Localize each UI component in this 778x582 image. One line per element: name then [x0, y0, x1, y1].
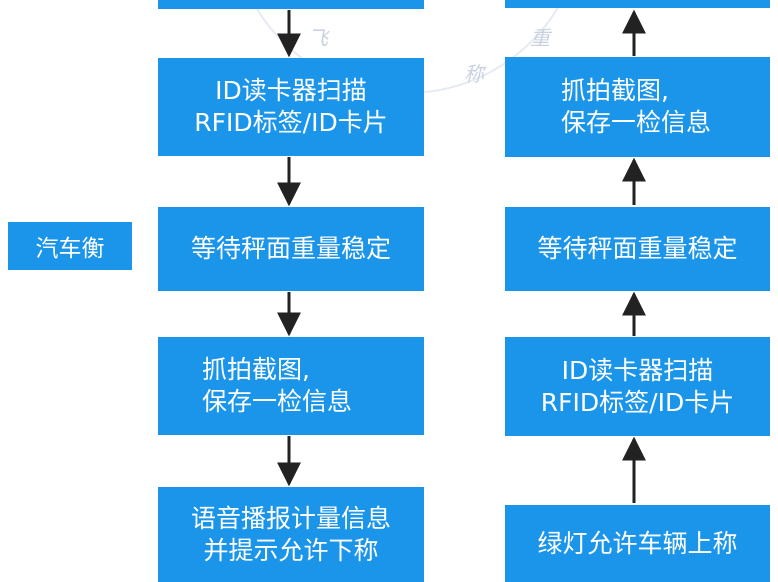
step-text-line: 等待秤面重量稳定 — [190, 234, 391, 263]
left-step-scan-id: ID读卡器扫描 RFID标签/ID卡片 — [158, 58, 424, 156]
watermark-char: 飞 — [308, 26, 328, 50]
step-text-line: RFID标签/ID卡片 — [194, 108, 388, 137]
left-step-wait-stable: 等待秤面重量稳定 — [158, 207, 424, 291]
step-text-line: 语音播报计量信息 — [190, 503, 391, 533]
step-text-line: 并提示允许下称 — [203, 535, 379, 565]
step-text-line: 抓拍截图, — [561, 76, 669, 105]
left-step-capture: 抓拍截图, 保存一检信息 — [158, 337, 424, 435]
step-text-line: RFID标签/ID卡片 — [540, 387, 735, 417]
watermark-char: 称 — [464, 62, 484, 86]
right-step-green-light: 绿灯允许车辆上称 — [505, 505, 770, 582]
right-step-scan-id: ID读卡器扫描 RFID标签/ID卡片 — [505, 337, 770, 436]
truck-scale-label: 汽车衡 — [8, 222, 132, 270]
step-text-line: 保存一检信息 — [202, 387, 353, 416]
step-text-line: 绿灯允许车辆上称 — [537, 528, 738, 558]
truck-scale-label-text: 汽车衡 — [35, 236, 105, 262]
step-text-line: ID读卡器扫描 — [561, 355, 714, 385]
right-step-wait-stable: 等待秤面重量稳定 — [505, 207, 770, 291]
step-text-line: ID读卡器扫描 — [215, 76, 367, 105]
step-text-line: 抓拍截图, — [202, 355, 310, 384]
step-text-line: 保存一检信息 — [561, 108, 712, 137]
right-step-capture: 抓拍截图, 保存一检信息 — [505, 57, 770, 157]
left-step-voice-broadcast: 语音播报计量信息 并提示允许下称 — [158, 487, 424, 582]
right-top-partial-box — [505, 0, 770, 8]
watermark-char: 重 — [530, 26, 550, 50]
left-top-partial-box — [158, 0, 424, 9]
step-text-line: 等待秤面重量稳定 — [537, 234, 738, 263]
